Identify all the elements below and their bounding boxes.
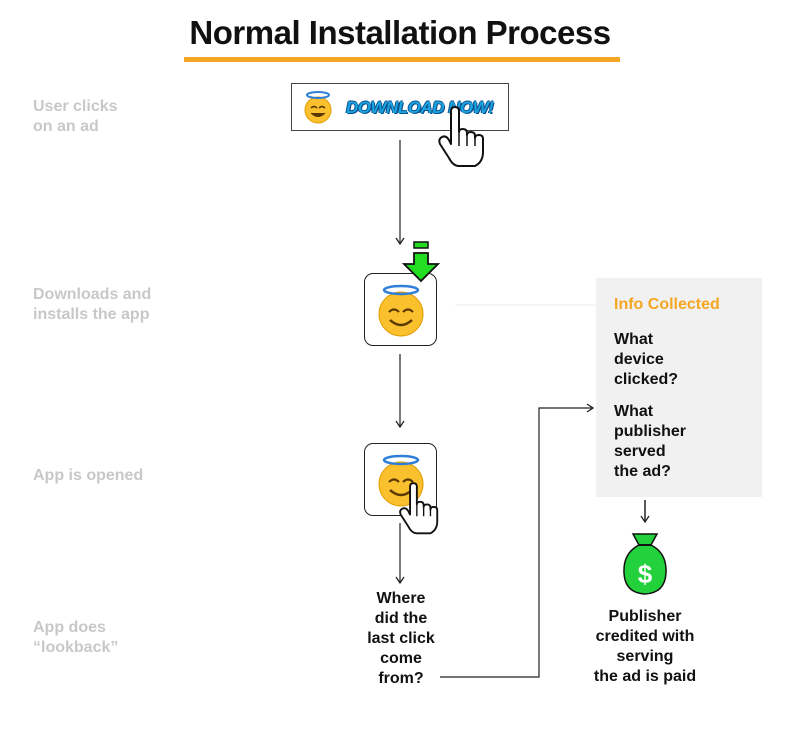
step-label-lookback: App does “lookback” [33, 619, 119, 656]
info-item-publisher: What publisher served the ad? [614, 403, 687, 480]
pointing-hand-icon [399, 482, 439, 535]
step-label-click-ad: User clicks on an ad [33, 98, 118, 135]
money-bag-icon [623, 533, 667, 595]
money-symbol: $ [638, 559, 653, 589]
halo-smiley-icon [304, 91, 332, 124]
download-arrow-icon [401, 241, 441, 283]
arrow-lookback-to-info [440, 403, 595, 678]
outcome-text: Publisher credited with serving the ad i… [593, 608, 697, 685]
info-collected-panel: Info Collected What device clicked? What… [596, 278, 762, 497]
info-collected-title: Info Collected [614, 296, 720, 313]
info-item-device: What device clicked? [614, 331, 679, 388]
step-label-app-opened: App is opened [33, 467, 144, 484]
app-installed-tile [364, 273, 437, 346]
page-title: Normal Installation Process [189, 14, 611, 51]
step-label-download-install: Downloads and installs the app [33, 286, 152, 323]
halo-smiley-icon [378, 284, 424, 337]
pointing-hand-icon [438, 106, 484, 167]
lookback-question: Where did the last click come from? [367, 590, 435, 687]
title-underline [184, 57, 620, 62]
